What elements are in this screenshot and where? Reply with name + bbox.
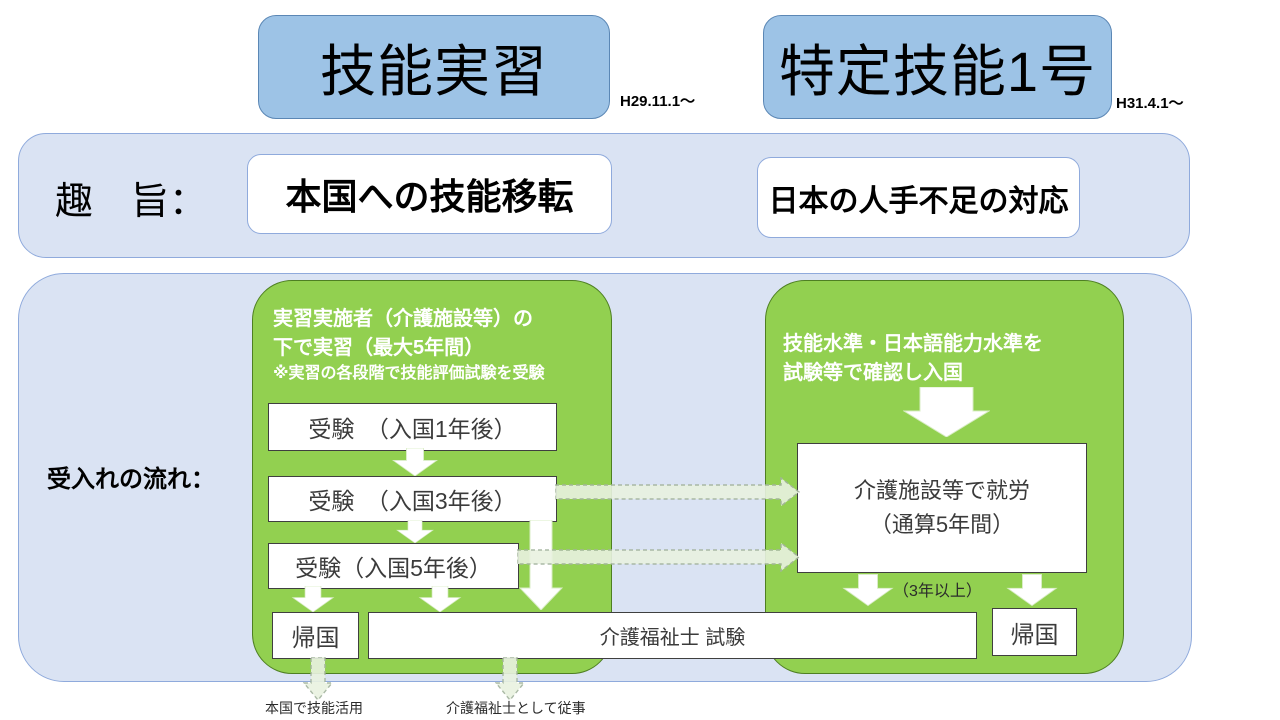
title-box-technical-intern-training: 技能実習 — [258, 15, 610, 119]
start-date-specified-skill: H31.4.1～ — [1116, 95, 1184, 112]
return-home-right-text: 帰国 — [1010, 621, 1059, 649]
return-home-right-box: 帰国 — [992, 608, 1077, 656]
down-arrow-icon — [392, 448, 438, 476]
dashed-right-arrow-icon — [517, 542, 800, 572]
exam-year1-text: 受験 （入国1年後） — [308, 416, 517, 442]
title-technical-intern-training: 技能実習 — [320, 39, 548, 103]
training-header: 実習実施者（介護施設等）の 下で実習（最大5年間） ※実習の各段階で技能評価試験… — [273, 305, 598, 384]
down-arrow-icon — [1006, 573, 1058, 607]
purpose-box-labor-shortage: 日本の人手不足の対応 — [757, 157, 1080, 238]
exam-year3-text: 受験 （入国3年後） — [308, 488, 517, 514]
care-facility-work-line1: 介護施設等で就労 — [853, 478, 1030, 503]
down-arrow-icon — [903, 387, 990, 437]
dashed-right-arrow-icon — [555, 477, 800, 507]
down-arrow-icon — [842, 573, 894, 607]
national-care-exam-box: 介護福祉士 試験 — [368, 612, 977, 659]
training-header-note: ※実習の各段階で技能評価試験を受験 — [273, 365, 545, 382]
return-home-left-box: 帰国 — [272, 612, 359, 659]
exam-year5-text: 受験（入国5年後） — [295, 555, 492, 581]
flow-label: 受入れの流れ： — [47, 466, 215, 493]
title-box-specified-skilled-worker: 特定技能1号 — [763, 15, 1112, 119]
specified-header: 技能水準・日本語能力水準を 試験等で確認し入国 — [783, 330, 1103, 388]
purpose-label: 趣 旨： — [55, 181, 208, 223]
purpose-box-skill-transfer: 本国への技能移転 — [247, 154, 612, 234]
return-home-left-text: 帰国 — [291, 625, 340, 652]
exam-year5-box: 受験（入国5年後） — [268, 543, 519, 589]
care-facility-work-line2: （通算5年間） — [869, 512, 1015, 537]
down-arrow-icon — [418, 586, 462, 612]
outcome-home-country-note: 本国で技能活用 — [265, 700, 363, 716]
outcome-care-worker-note: 介護福祉士として従事 — [446, 700, 586, 716]
care-facility-work-box: 介護施設等で就労 （通算5年間） — [797, 443, 1087, 573]
title-specified-skilled-worker: 特定技能1号 — [778, 39, 1097, 103]
national-care-exam-text: 介護福祉士 試験 — [599, 627, 746, 649]
purpose-skill-transfer-text: 本国への技能移転 — [285, 176, 574, 217]
training-header-line2: 下で実習（最大5年間） — [273, 337, 485, 359]
down-arrow-icon — [291, 586, 335, 612]
down-arrow-icon — [396, 520, 434, 543]
exam-year3-box: 受験 （入国3年後） — [268, 476, 557, 522]
specified-header-line2: 試験等で確認し入国 — [783, 362, 963, 384]
care-facility-work-text: 介護施設等で就労 （通算5年間） — [854, 474, 1030, 542]
down-arrow-long-icon — [519, 520, 563, 610]
dashed-down-arrow-icon — [495, 657, 525, 701]
specified-header-line1: 技能水準・日本語能力水準を — [783, 333, 1043, 355]
start-date-technical-intern: H29.11.1～ — [620, 93, 696, 110]
training-header-line1: 実習実施者（介護施設等）の — [273, 308, 533, 330]
dashed-down-arrow-icon — [303, 657, 333, 701]
years-note: （3年以上） — [893, 583, 982, 600]
exam-year1-box: 受験 （入国1年後） — [268, 403, 557, 451]
purpose-labor-shortage-text: 日本の人手不足の対応 — [768, 184, 1069, 218]
